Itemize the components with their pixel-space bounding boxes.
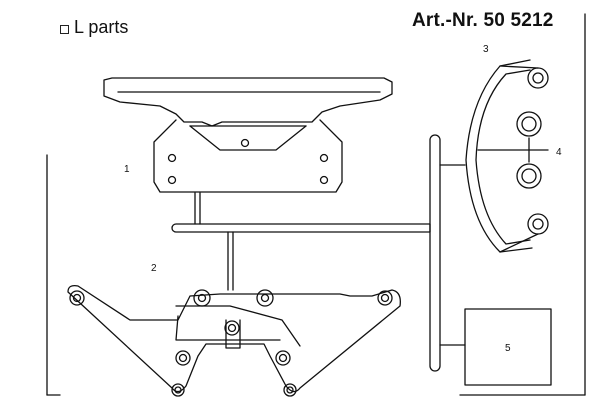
part-5-plate	[464, 308, 552, 386]
parts-label: L parts	[74, 17, 129, 37]
part-3-loop-mount	[465, 59, 549, 253]
part-number-3: 3	[483, 44, 489, 55]
part-number-4: 4	[556, 147, 562, 158]
part-1-wing-mount	[103, 77, 393, 193]
article-number: Art.-Nr. 50 5212	[412, 10, 554, 31]
part-number-5: 5	[505, 343, 511, 354]
part-4-bushings	[477, 111, 549, 189]
part-number-1: 1	[124, 164, 130, 175]
part-number-2: 2	[151, 263, 157, 274]
part-2-brace	[67, 284, 401, 397]
checkbox-icon	[60, 25, 69, 34]
runner-frame	[46, 13, 586, 396]
